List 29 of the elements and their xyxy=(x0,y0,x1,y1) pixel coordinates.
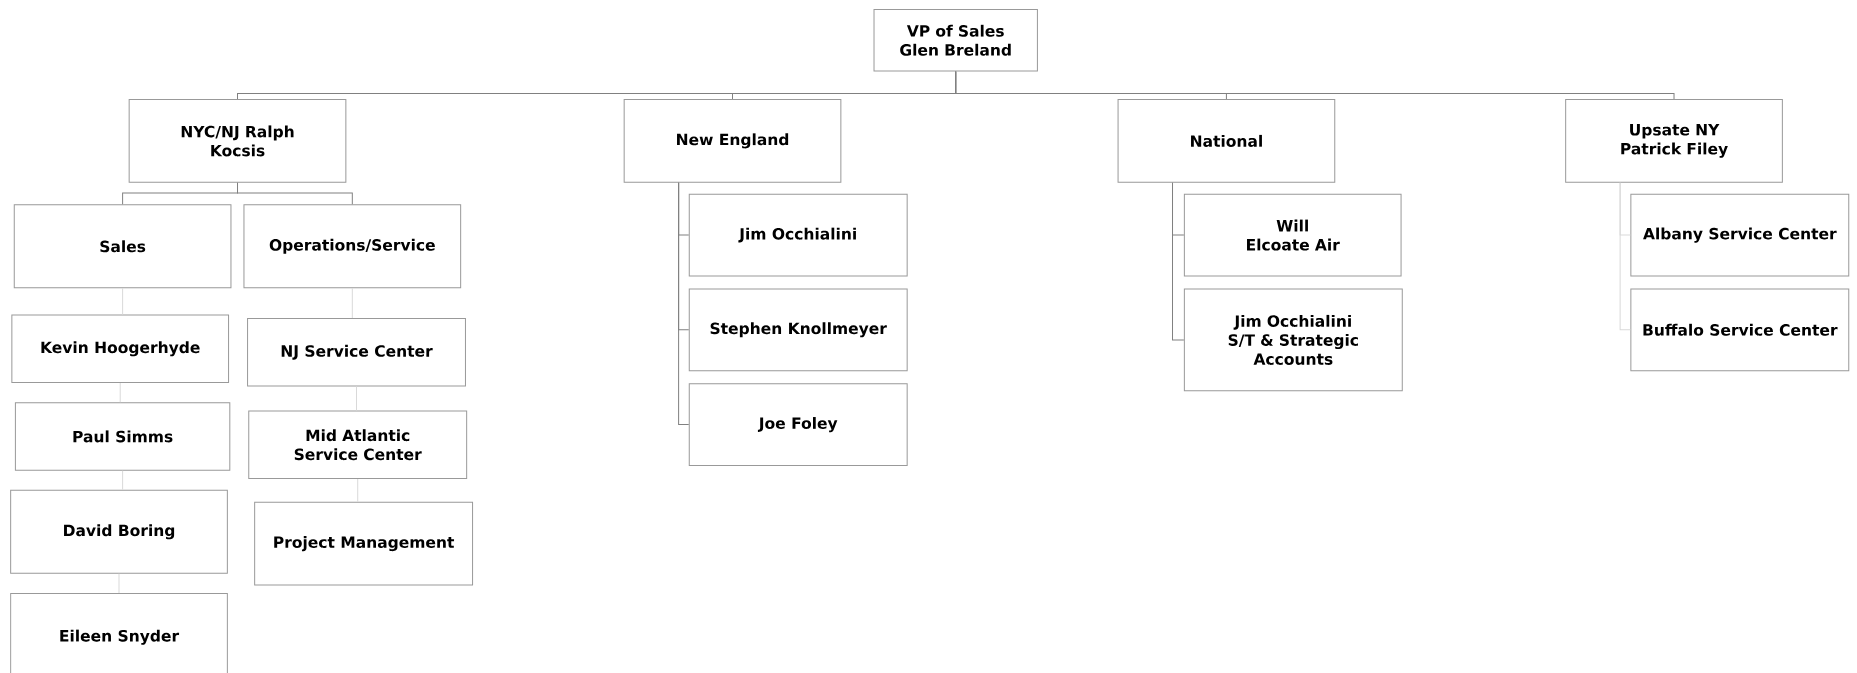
org-box: Jim Occhialini S/T & Strategic Accounts xyxy=(1183,288,1403,392)
org-box: Kevin Hoogerhyde xyxy=(11,314,230,384)
org-box: National xyxy=(1117,98,1336,183)
connector-line xyxy=(356,386,357,411)
org-box: Mid Atlantic Service Center xyxy=(248,410,468,479)
org-box: Project Management xyxy=(254,501,474,586)
org-box: NYC/NJ Ralph Kocsis xyxy=(128,98,347,183)
org-box: Paul Simms xyxy=(14,402,231,471)
connector-line xyxy=(955,71,1675,100)
connector-line xyxy=(237,182,353,205)
org-box: Albany Service Center xyxy=(1630,193,1850,277)
org-box: Stephen Knollmeyer xyxy=(688,288,908,372)
connector-line xyxy=(122,470,124,491)
org-box: Upsate NY Patrick Filey xyxy=(1565,98,1783,183)
org-box: Jim Occhialini xyxy=(688,193,908,277)
org-box: Operations/Service xyxy=(243,204,462,289)
org-box: NJ Service Center xyxy=(247,318,466,387)
org-box: Buffalo Service Center xyxy=(1630,288,1850,372)
org-box: David Boring xyxy=(10,489,228,574)
org-box: New England xyxy=(623,98,842,183)
connector-line xyxy=(1619,182,1631,331)
org-box: Joe Foley xyxy=(688,383,908,466)
org-box: Sales xyxy=(13,204,232,289)
org-box: VP of Sales Glen Breland xyxy=(873,9,1038,72)
org-box: Eileen Snyder xyxy=(10,592,228,673)
connector-line xyxy=(1172,182,1185,341)
connector-line xyxy=(122,287,124,316)
org-box: Will Elcoate Air xyxy=(1183,193,1402,277)
connector-line xyxy=(678,182,690,426)
